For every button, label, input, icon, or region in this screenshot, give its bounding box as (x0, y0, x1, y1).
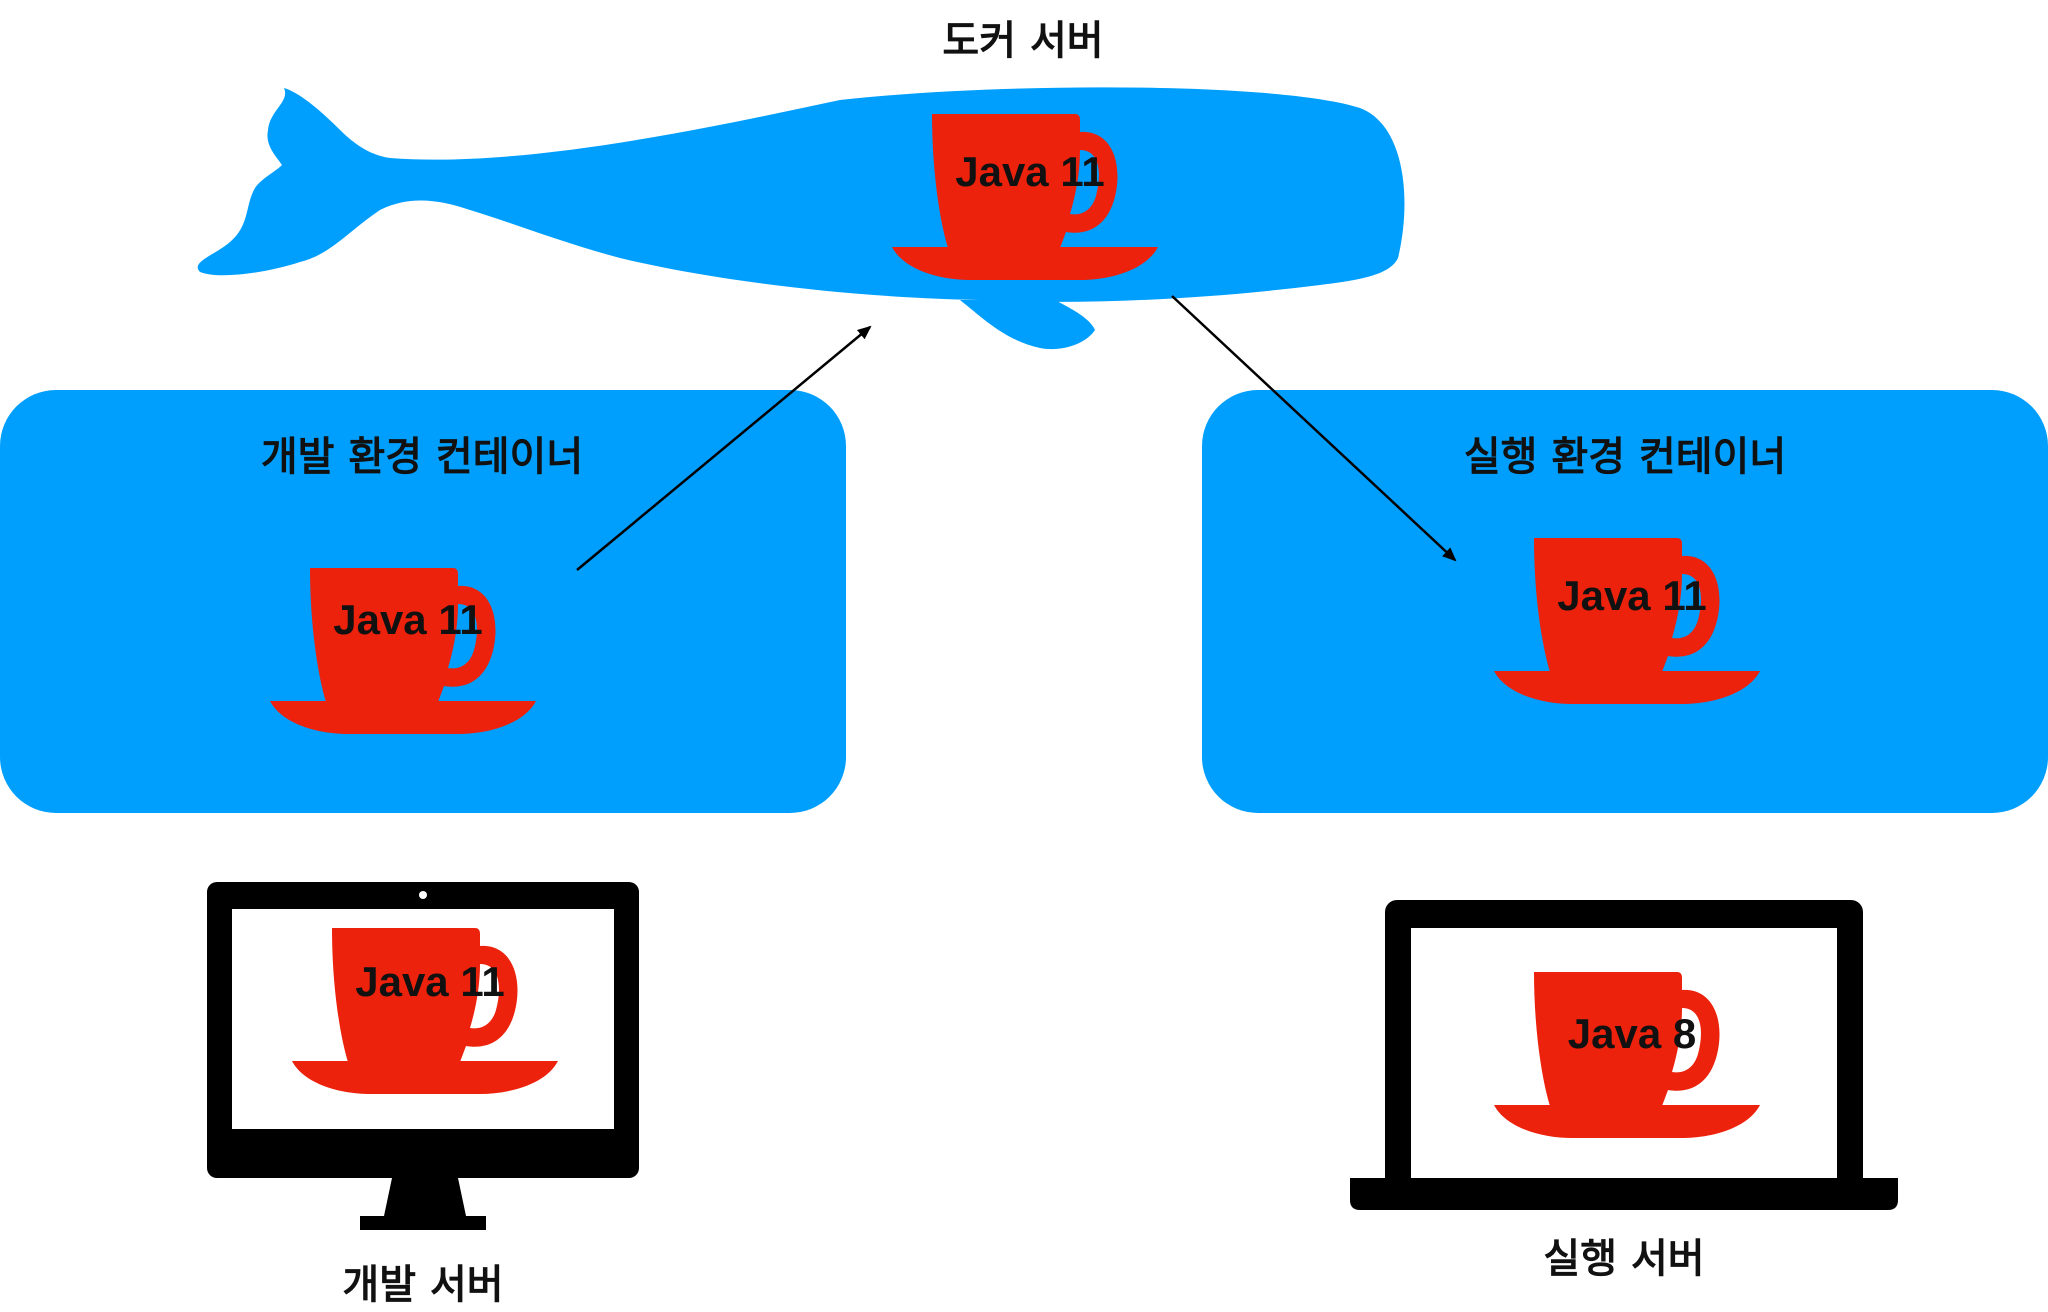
run-container-java-cup: Java 11 (1492, 536, 1762, 706)
whale-icon (197, 87, 1405, 350)
docker-java-cup: Java 11 (890, 112, 1160, 282)
arrow-dev-to-docker (576, 325, 872, 571)
dev-server-java-cup: Java 11 (290, 926, 560, 1096)
dev-container-title: 개발 환경 컨테이너 (260, 434, 584, 480)
coffee-cup-icon (292, 928, 558, 1094)
dev-server-title: 개발 서버 (342, 1262, 504, 1308)
coffee-cup-icon (270, 568, 536, 734)
run-server-java-cup: Java 8 (1492, 970, 1762, 1140)
dev-container-cup-label: Java 11 (333, 596, 483, 643)
run-container-cup-label: Java 11 (1557, 572, 1707, 619)
run-server-title: 실행 서버 (1543, 1236, 1705, 1282)
arrow-docker-to-run (1171, 295, 1457, 562)
dev-container-java-cup: Java 11 (268, 566, 538, 736)
dev-server-cup-label: Java 11 (355, 958, 505, 1005)
docker-cup-label: Java 11 (955, 148, 1105, 195)
coffee-cup-icon (1494, 972, 1760, 1138)
coffee-cup-icon (1494, 538, 1760, 704)
run-container-title: 실행 환경 컨테이너 (1463, 434, 1787, 480)
coffee-cup-icon (892, 114, 1158, 280)
docker-server-title: 도커 서버 (942, 18, 1104, 64)
run-server-cup-label: Java 8 (1567, 1010, 1697, 1057)
